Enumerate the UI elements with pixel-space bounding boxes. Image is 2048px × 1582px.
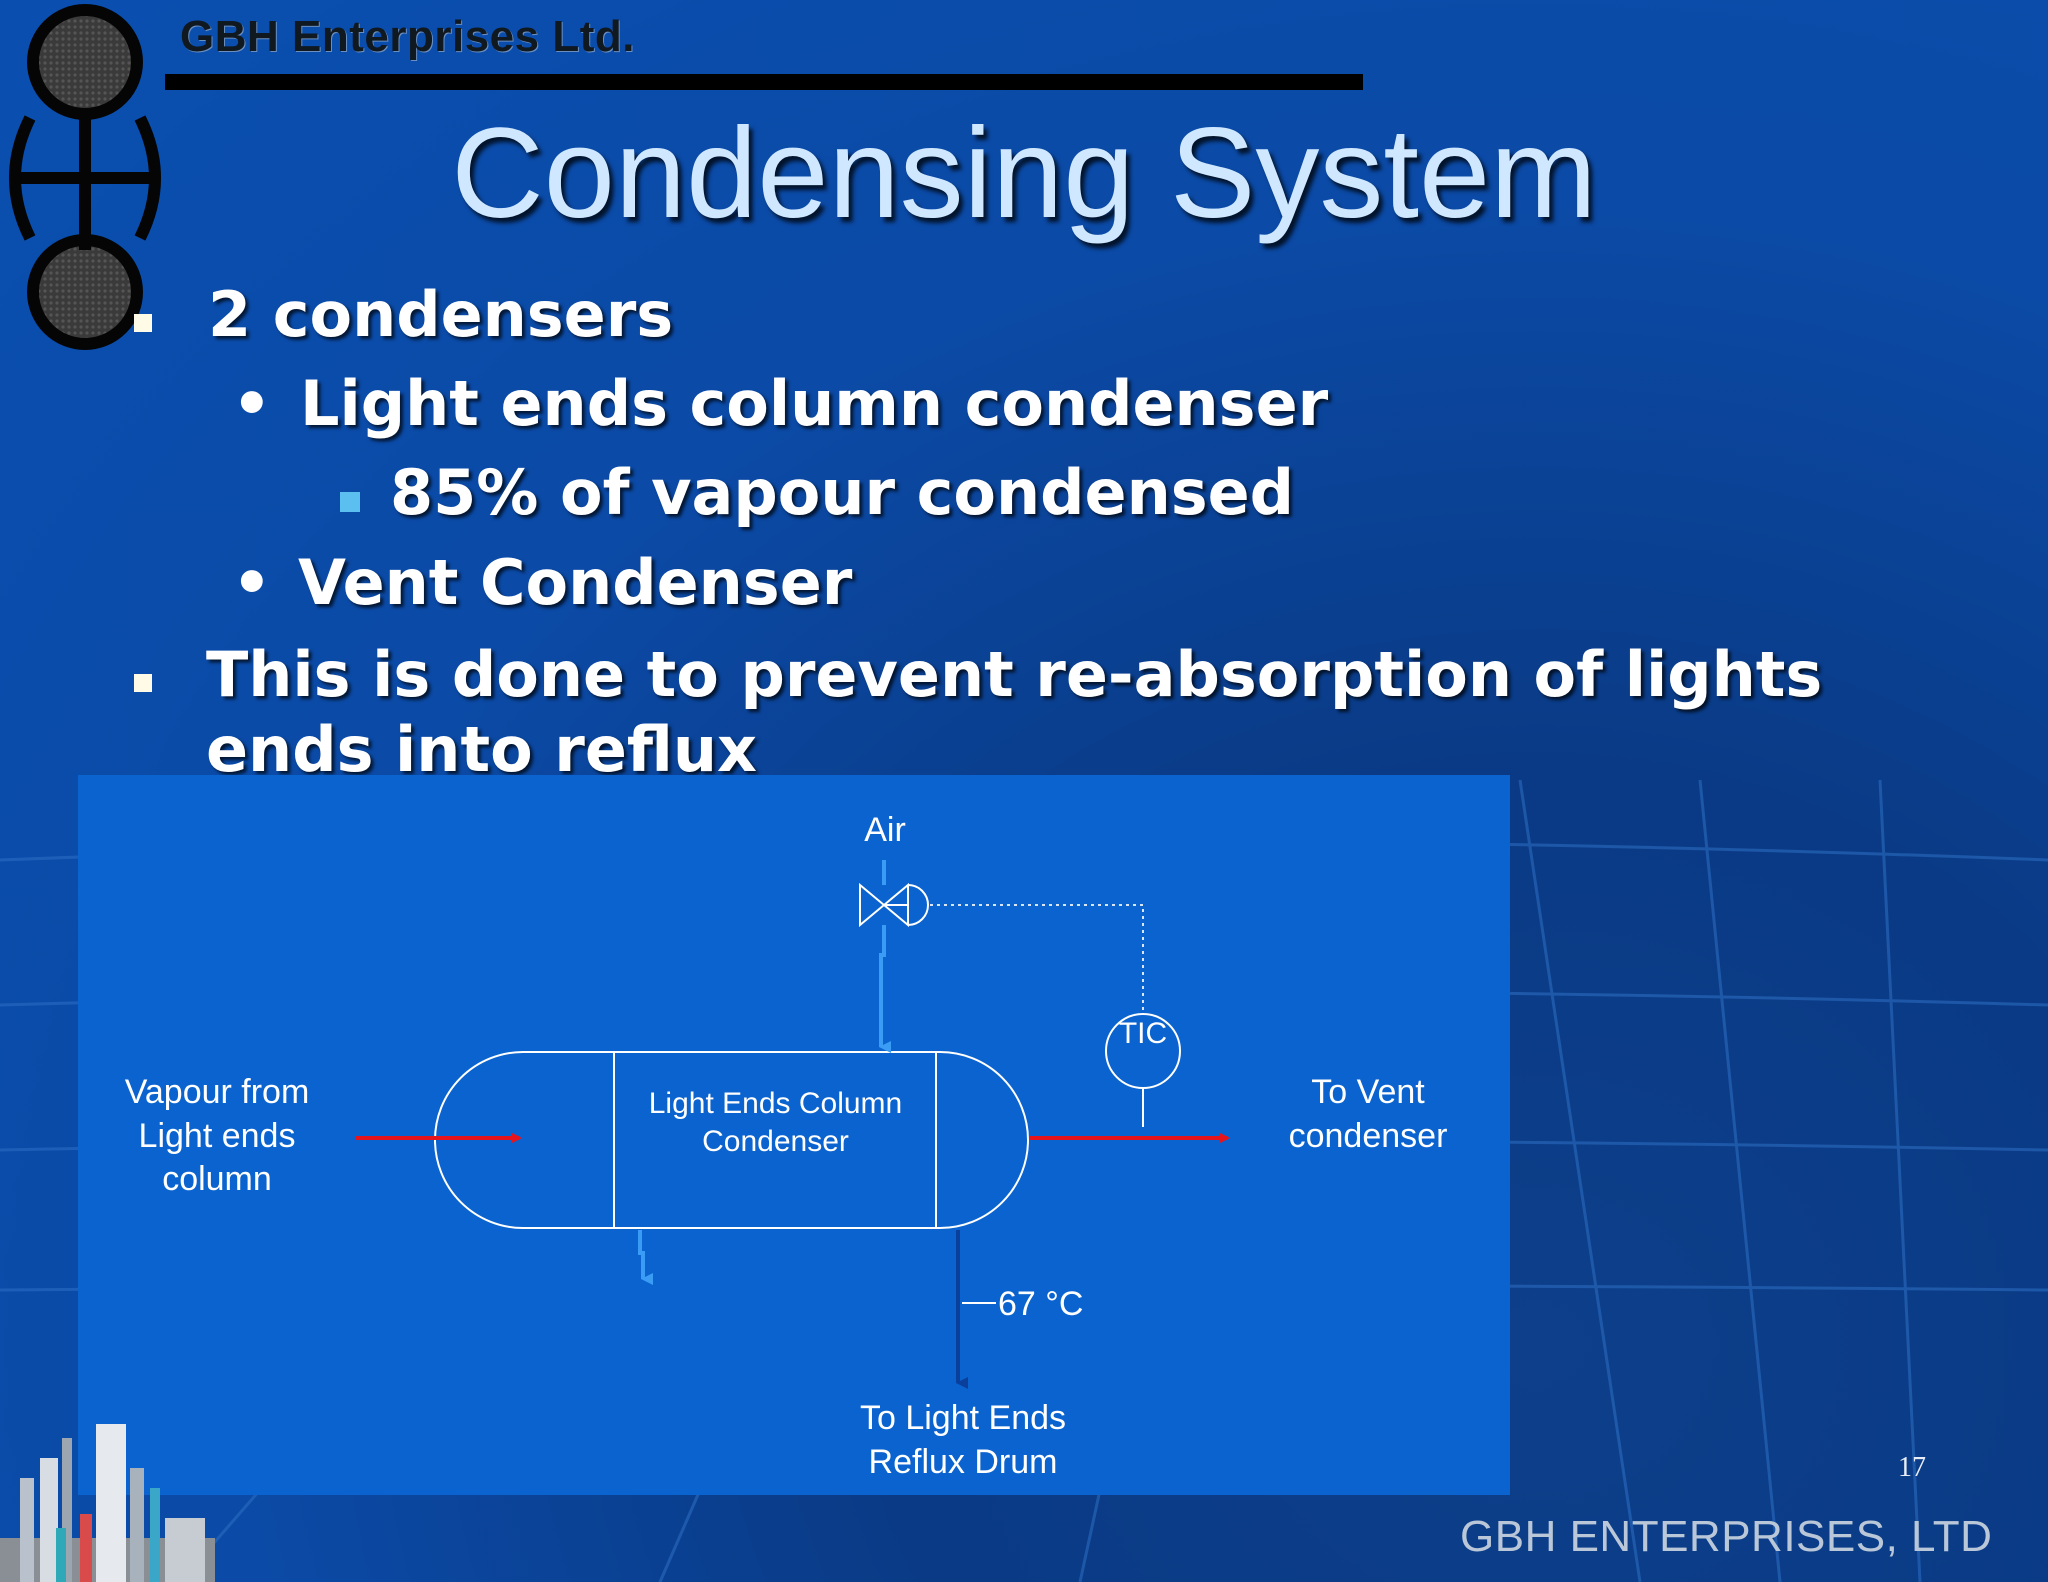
- bullet-square-marker: [134, 674, 152, 692]
- bullet-level2: Light ends column condenser: [300, 367, 1329, 440]
- drain-label-line1: To Light Ends: [859, 1399, 1067, 1437]
- outlet-label-line1: To Vent: [1311, 1073, 1425, 1111]
- bullet-square-marker: [340, 492, 360, 512]
- control-signal-line: [930, 904, 1144, 1013]
- bullet-dot-marker: •: [232, 367, 272, 440]
- tic-label: TIC: [1118, 1017, 1168, 1050]
- control-valve-icon: [859, 882, 929, 928]
- temperature-label: 67 °C: [998, 1285, 1084, 1323]
- bullet-level1: 2 condensers: [208, 278, 674, 351]
- diagram-drawing: [356, 860, 1230, 1389]
- bullet-dot-marker: •: [232, 546, 272, 619]
- vessel-label-line1: Light Ends Column: [648, 1087, 903, 1120]
- inlet-label-line3: column: [162, 1160, 272, 1199]
- bullet-level3: 85% of vapour condensed: [390, 456, 1295, 529]
- footer-company: GBH ENTERPRISES, LTD: [1460, 1512, 1993, 1561]
- bullet-square-marker: [134, 314, 152, 332]
- gbh-logo-icon: [9, 4, 161, 350]
- company-name: GBH Enterprises Ltd.: [180, 12, 635, 61]
- inlet-label-line2: Light ends: [138, 1116, 296, 1155]
- air-inlet: [879, 860, 891, 1053]
- header-rule: [165, 74, 1363, 90]
- vessel-label-line2: Condenser: [702, 1125, 849, 1159]
- condenser-vessel: [434, 1051, 1029, 1229]
- outlet-label-line2: condenser: [1288, 1116, 1448, 1155]
- bullet-level1: This is done to prevent re-absorption of…: [206, 638, 1823, 711]
- process-diagram: Air TIC Light Ends Column Condenser Vapo…: [78, 775, 1510, 1495]
- refinery-illustration-icon: [0, 1424, 215, 1582]
- page-number: 17: [1898, 1452, 1926, 1483]
- drain-label-line2: Reflux Drum: [868, 1442, 1058, 1481]
- air-label: Air: [864, 811, 906, 849]
- reflux-drum-label: To Light Ends Reflux Drum: [848, 1397, 1078, 1484]
- vent-outlet-label: To Vent condenser: [1258, 1071, 1478, 1158]
- vapour-inlet-label: Vapour from Light ends column: [102, 1071, 332, 1202]
- inlet-label-line1: Vapour from: [124, 1073, 310, 1111]
- vessel-label: Light Ends Column Condenser: [623, 1085, 928, 1162]
- slide-title: Condensing System: [451, 102, 1597, 245]
- bullet-level2: Vent Condenser: [298, 546, 853, 619]
- bullet-level1-continuation: ends into reflux: [206, 713, 757, 786]
- condensate-drain-line: [638, 1230, 653, 1285]
